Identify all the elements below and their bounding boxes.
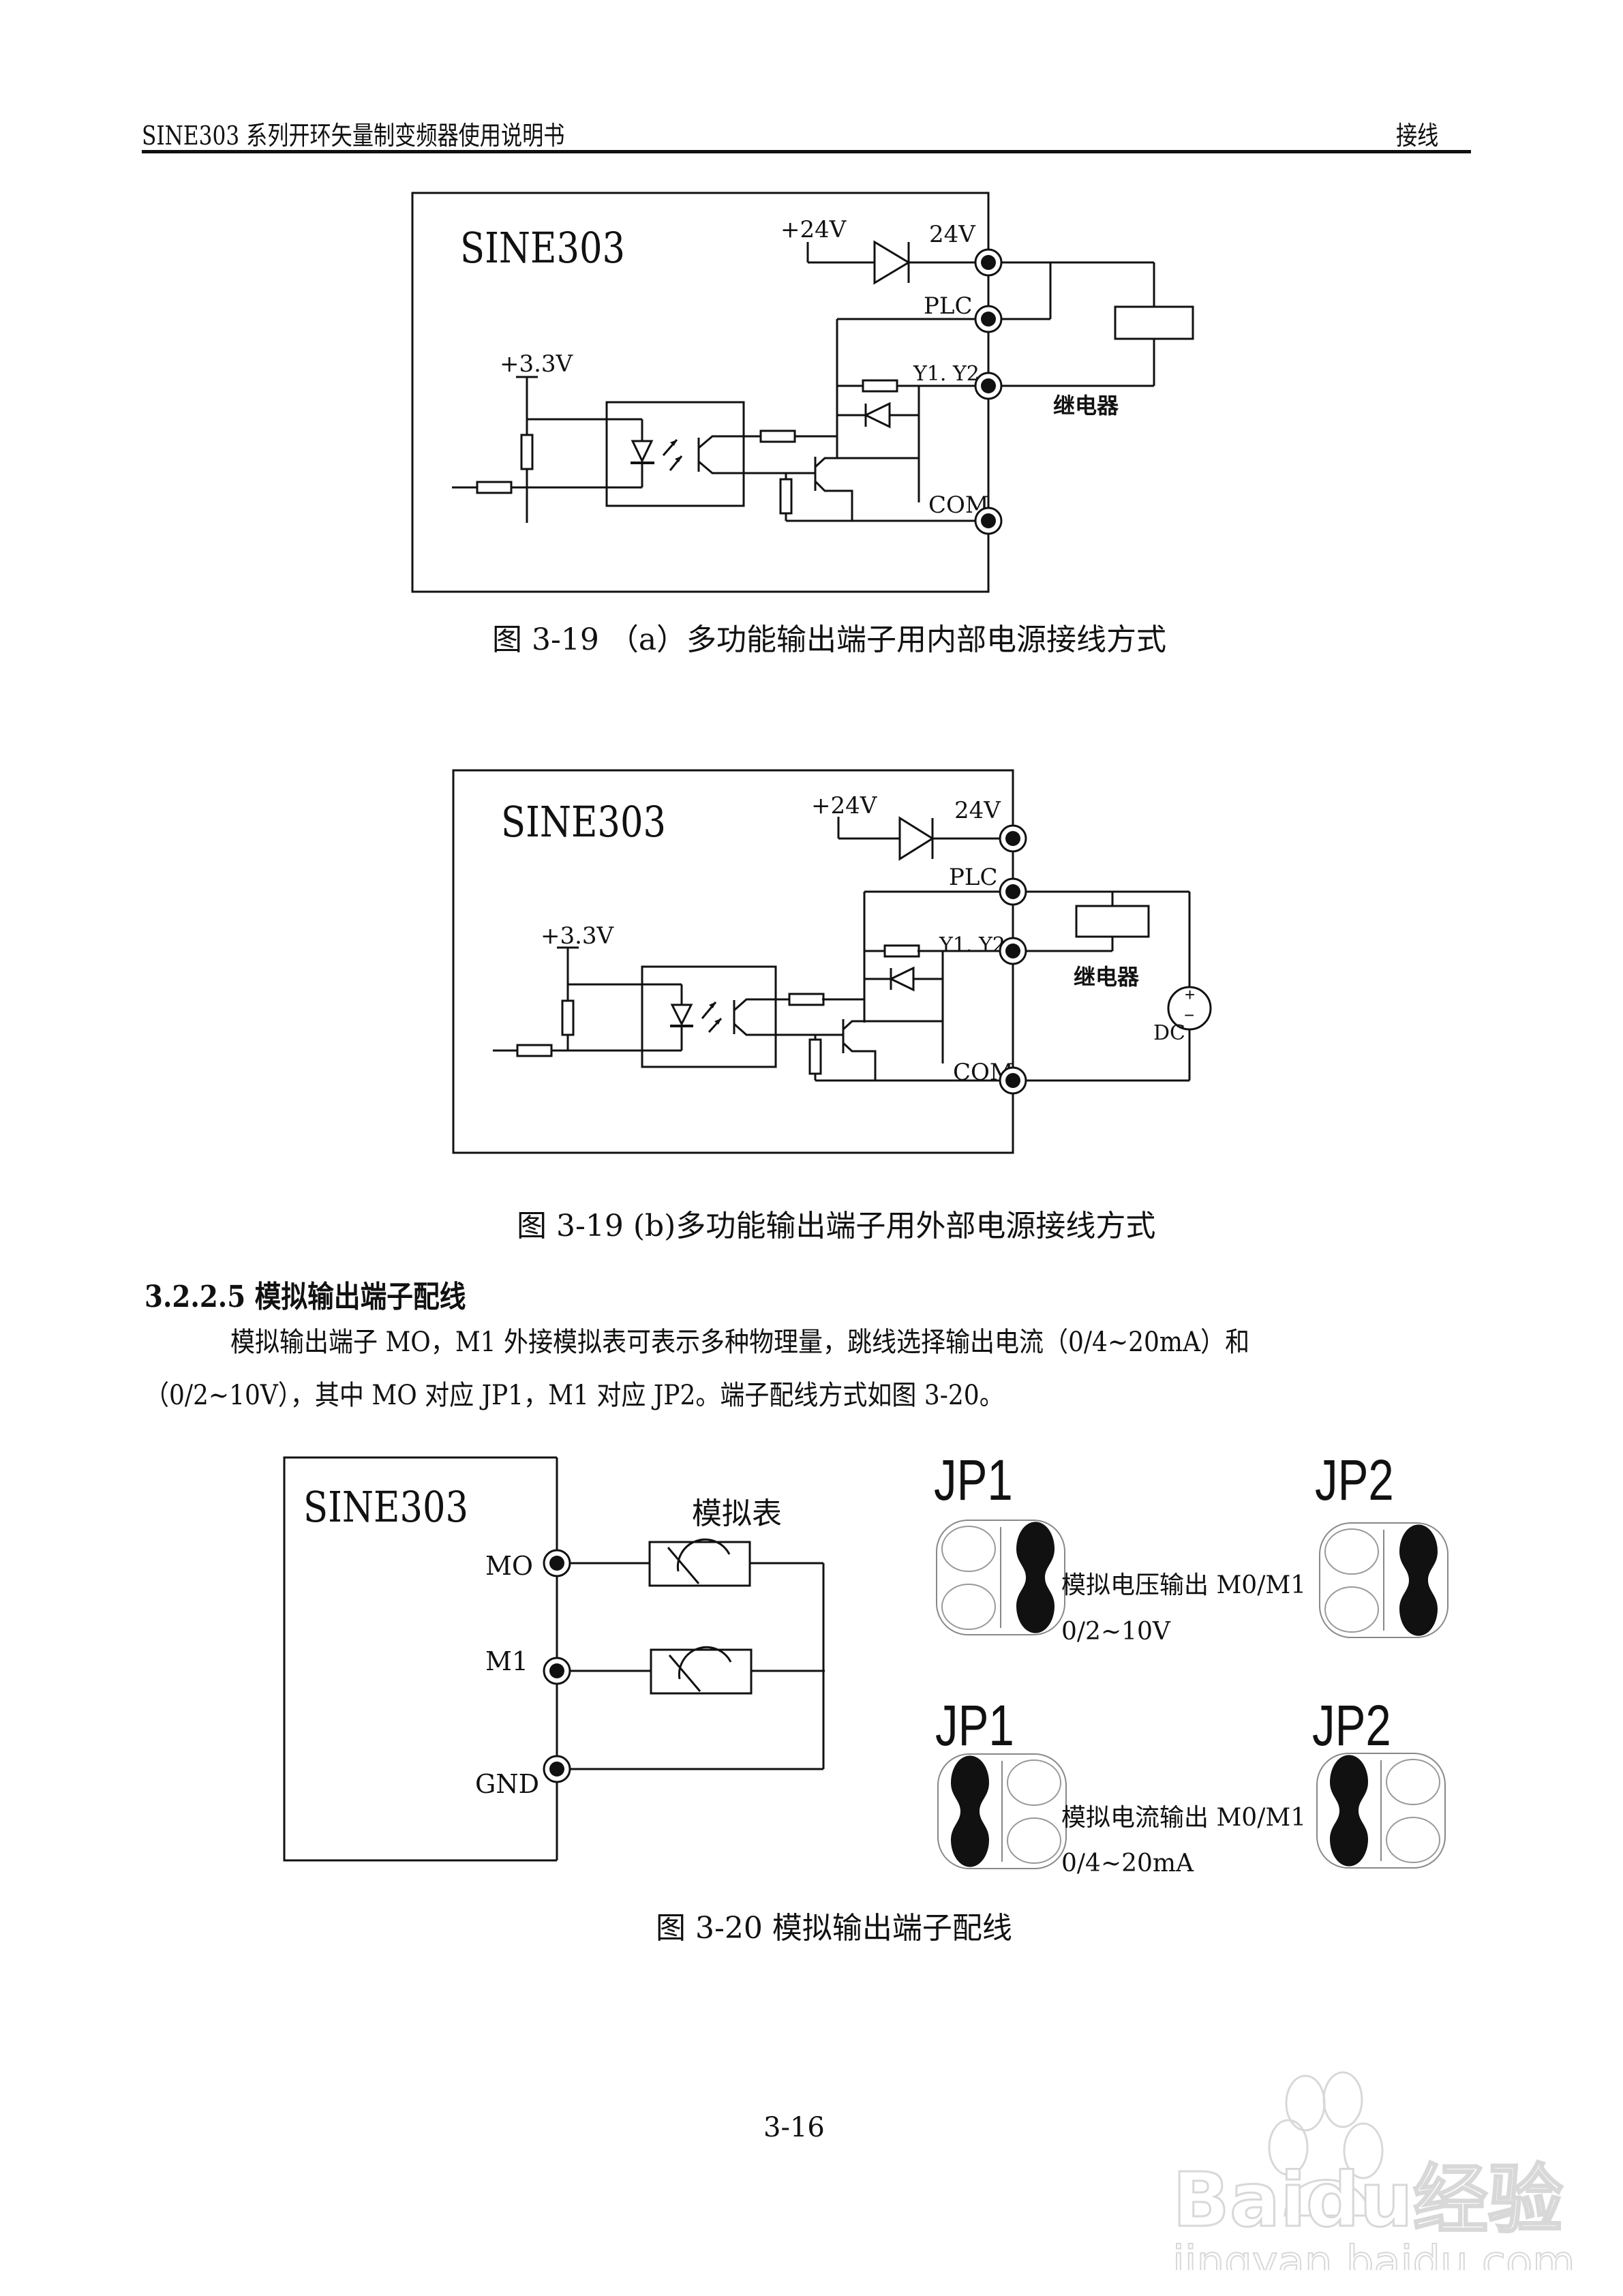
paw-icon — [1268, 2071, 1384, 2217]
fig20-terminal-mo — [543, 1549, 571, 1577]
gauge-icon — [667, 1538, 731, 1584]
jp2-current-jumper — [1316, 1753, 1446, 1869]
figure-a-caption: 图 3-19 （a）多功能输出端子用内部电源接线方式 — [492, 622, 1167, 657]
jp2-voltage-jumper — [1319, 1522, 1448, 1638]
fig-b-supply-3v3-label: +3.3V — [541, 922, 615, 950]
baidu-watermark: Baidu经验 jingyan.baidu.com — [1170, 2071, 1576, 2270]
fig-b-relay-coil — [1075, 905, 1150, 938]
section-heading: 3.2.2.5 模拟输出端子配线 — [145, 1280, 466, 1314]
paragraph-line-1: 模拟输出端子 MO，M1 外接模拟表可表示多种物理量，跳线选择输出电流（0/4~… — [230, 1327, 1250, 1358]
fig-a-device-label: SINE303 — [460, 224, 625, 273]
fig-a-relay-coil — [1114, 305, 1194, 340]
fig-a-optocoupler — [605, 401, 745, 507]
jp1-current-jumper — [937, 1753, 1067, 1869]
figure-b: SINE303 +24V 24V PLC Y1. Y2 COM 继电器 + − … — [452, 769, 1212, 1154]
figure-20: SINE303 模拟表 MO M1 GND JP1 — [283, 1449, 1448, 1877]
fig20-terminal-m1 — [543, 1657, 571, 1685]
figure-20-caption: 图 3-20 模拟输出端子配线 — [656, 1911, 1012, 1946]
fig-a-terminal-com — [974, 507, 1003, 535]
fig-b-relay-label: 继电器 — [1074, 965, 1140, 989]
figure-b-caption: 图 3-19 (b)多功能输出端子用外部电源接线方式 — [517, 1209, 1156, 1243]
fig-b-terminal-plc — [999, 877, 1027, 906]
fig20-meter-1 — [648, 1541, 751, 1587]
section-paragraph: 模拟输出端子 MO，M1 外接模拟表可表示多种物理量，跳线选择输出电流（0/4~… — [145, 1316, 1347, 1422]
fig20-meter-2 — [650, 1648, 753, 1695]
fig-a-flyback-diode-icon — [863, 402, 891, 429]
fig-a-terminal-y1y2 — [974, 372, 1003, 400]
fig20-terminal-gnd — [543, 1755, 571, 1783]
fig-a-relay-label: 继电器 — [1053, 393, 1119, 418]
fig-a-diode-icon — [873, 240, 911, 285]
fig20-terminal-m1-label: M1 — [485, 1646, 528, 1676]
jp1-voltage-jumper — [936, 1520, 1065, 1635]
fig-a-supply-3v3-label: +3.3V — [500, 350, 574, 378]
fig-b-device-box — [452, 769, 1014, 1154]
fig-b-terminal-y1y2-label: Y1. Y2 — [939, 933, 1005, 957]
gauge-icon — [668, 1646, 732, 1692]
fig-b-supply-24v-label: +24V — [811, 792, 878, 819]
fig20-device-label: SINE303 — [303, 1483, 468, 1532]
watermark-url: jingyan.baidu.com — [1171, 2237, 1575, 2270]
fig-a-terminal-plc-label: PLC — [924, 292, 972, 320]
fig-b-terminal-y1y2 — [999, 937, 1027, 965]
fig-a-terminal-plc — [974, 305, 1003, 333]
fig20-terminal-gnd-label: GND — [475, 1769, 539, 1799]
header-rule — [142, 150, 1471, 153]
fig-b-terminal-com — [999, 1066, 1027, 1095]
fig20-device-box — [283, 1456, 557, 1862]
jumper-cap — [1399, 1524, 1438, 1636]
jp2-current-label: JP2 — [1312, 1694, 1391, 1758]
page-number: 3-16 — [763, 2112, 825, 2143]
fig-b-diode-icon — [898, 816, 935, 861]
fig-a-terminal-24v — [974, 248, 1003, 277]
fig-b-optocoupler — [641, 965, 777, 1068]
paragraph-line-2: （0/2~10V），其中 MO 对应 JP1，M1 对应 JP2。端子配线方式如… — [145, 1380, 1004, 1411]
fig-a-supply-24v-label: +24V — [780, 216, 847, 243]
fig-b-terminal-24v-label: 24V — [954, 797, 1001, 824]
fig-b-flyback-diode-icon — [888, 966, 915, 992]
jp2-voltage-label: JP2 — [1315, 1449, 1394, 1513]
current-range-label: 0/4~20mA — [1061, 1849, 1194, 1877]
header-title: SINE303 系列开环矢量制变频器使用说明书 — [142, 121, 565, 151]
figure-a: SINE303 +24V 24V PLC Y1. Y2 COM 继电器 + — [411, 192, 1194, 593]
fig20-terminal-mo-label: MO — [485, 1551, 533, 1581]
jumper-cap — [951, 1755, 989, 1867]
voltage-mode-label: 模拟电压输出 M0/M1 — [1061, 1571, 1306, 1599]
fig-b-terminal-plc-label: PLC — [949, 864, 997, 891]
fig-b-device-label: SINE303 — [501, 798, 666, 847]
jp1-voltage-label: JP1 — [934, 1449, 1013, 1513]
fig-a-device-box — [411, 192, 990, 593]
fig-b-terminal-24v — [999, 824, 1027, 853]
fig-a-terminal-y1y2-label: Y1. Y2 — [913, 362, 980, 386]
fig-b-dc-plus: + — [1185, 984, 1195, 1005]
fig-a-terminal-24v-label: 24V — [929, 221, 976, 248]
header-section: 接线 — [1396, 121, 1439, 151]
voltage-range-label: 0/2~10V — [1061, 1618, 1171, 1646]
current-mode-label: 模拟电流输出 M0/M1 — [1061, 1804, 1306, 1832]
fig20-meter-label: 模拟表 — [692, 1496, 782, 1531]
jp1-current-label: JP1 — [935, 1694, 1014, 1758]
jumper-cap — [1016, 1522, 1055, 1633]
watermark-brand: Baidu经验 — [1172, 2156, 1563, 2244]
fig-b-dc-minus: − — [1184, 1005, 1194, 1025]
jumper-cap — [1330, 1755, 1368, 1867]
fig-b-dc-label: DC — [1153, 1021, 1185, 1045]
